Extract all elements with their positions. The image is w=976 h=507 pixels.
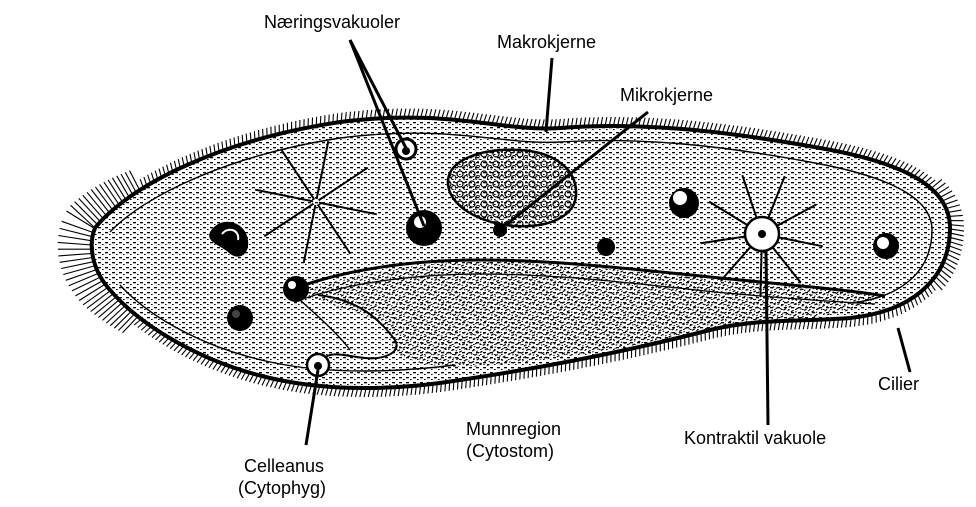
leader-makrokjerne [546,58,552,132]
cilium [950,225,964,226]
cilium [125,172,136,192]
cilium [950,233,964,236]
cilium [75,202,98,225]
cilium [58,236,92,241]
label-celleanus-sub: (Cytophyg) [238,478,326,498]
cilium [58,242,92,245]
label-kontraktil-vakuole: Kontraktil vakuole [684,428,826,448]
cilium [69,273,99,285]
label-munnregion-sub: (Cytostom) [466,441,554,461]
cilium [60,258,93,263]
cilium [66,270,97,281]
cilium [944,200,957,205]
cilium [130,171,140,191]
label-naeringsvakuoler: Næringsvakuoler [264,12,400,32]
cilium [83,195,104,219]
cilium [66,211,94,229]
leader-kontraktil-vakuole [766,250,768,425]
cilium [58,253,92,256]
cilium [60,228,93,236]
cilium [121,174,133,195]
cilium [62,221,94,232]
label-makrokjerne: Makrokjerne [497,32,596,52]
cilium [948,246,961,251]
cilium [79,198,101,221]
label-celleanus: Celleanus [244,456,324,476]
leader-cilier [898,328,910,372]
label-munnregion: Munnregion [466,419,561,439]
cilium [942,195,955,201]
label-cilier: Cilier [878,374,919,394]
cilium [71,205,95,228]
cilium [949,242,963,246]
cilium [946,205,960,209]
cilium [950,229,964,231]
cilium [950,237,964,241]
radiating-canal [760,251,761,296]
cilium [948,210,962,212]
label-mikrokjerne: Mikrokjerne [620,85,713,105]
cilium [949,215,963,216]
